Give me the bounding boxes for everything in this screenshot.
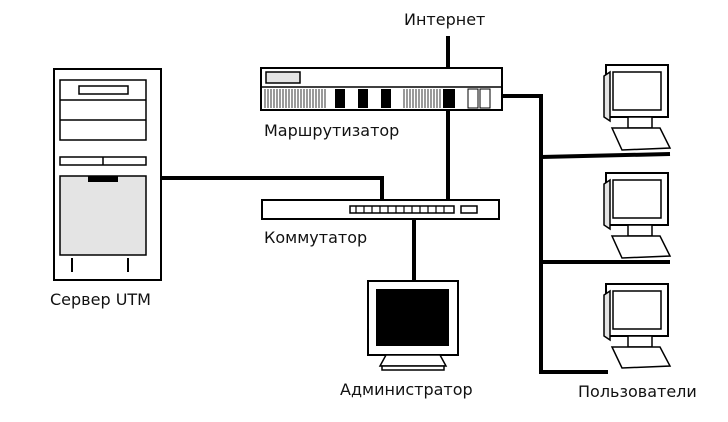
user-monitor-icon-3 bbox=[603, 283, 672, 369]
admin-monitor-icon bbox=[367, 280, 459, 371]
label-admin: Администратор bbox=[340, 380, 473, 399]
user-monitor-icon-1 bbox=[603, 64, 672, 151]
label-internet: Интернет bbox=[404, 10, 486, 29]
label-server: Сервер UTM bbox=[50, 290, 151, 309]
connection-lines bbox=[161, 36, 671, 374]
label-router: Маршрутизатор bbox=[264, 121, 400, 140]
server-utm-icon bbox=[53, 68, 162, 281]
line-router-users-trunk bbox=[502, 94, 608, 374]
switch-icon bbox=[261, 199, 500, 220]
router-icon bbox=[260, 67, 503, 111]
line-server-switch bbox=[161, 176, 384, 206]
user-monitor-icon-2 bbox=[603, 172, 672, 259]
label-switch: Коммутатор bbox=[264, 228, 368, 247]
line-user-1 bbox=[540, 152, 671, 159]
label-users: Пользователи bbox=[578, 382, 697, 401]
